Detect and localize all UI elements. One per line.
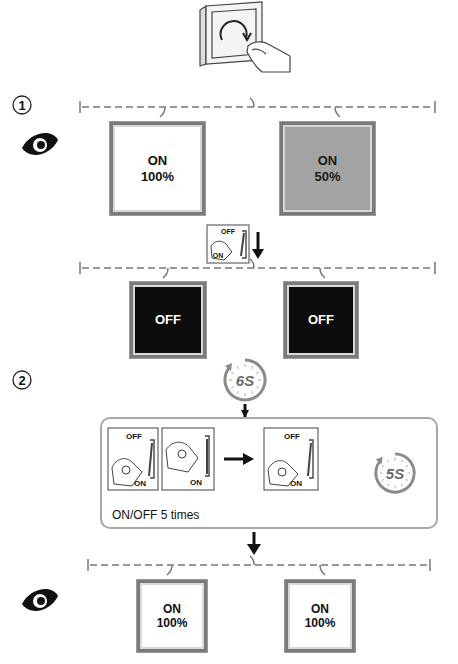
switch-icon	[207, 225, 249, 263]
status-box: OFF	[284, 282, 358, 358]
step-panel: ON/OFF 5 times 5S	[100, 417, 438, 529]
dimmer-illustration	[200, 2, 290, 72]
status-box: ON 100%	[137, 580, 207, 652]
status-text: ON 100%	[157, 602, 188, 631]
flow-arrow	[244, 404, 247, 417]
status-text: ON 100%	[141, 153, 174, 184]
step-number: 1	[18, 98, 25, 113]
step-circle	[13, 96, 31, 114]
switch-label: ON	[134, 479, 146, 488]
status-box: ON 100%	[110, 122, 205, 215]
status-text: ON 100%	[305, 602, 336, 631]
status-text: ON 50%	[314, 153, 340, 184]
switch-label: OFF	[126, 432, 142, 441]
right-arrow	[224, 453, 254, 465]
timer-circle: 6S	[221, 356, 269, 404]
switch-icon	[108, 428, 158, 490]
switch-label: OFF	[221, 228, 235, 235]
status-box: ON 100%	[285, 580, 355, 652]
timer-text: 6S	[236, 372, 254, 389]
status-box: ON 50%	[280, 122, 375, 215]
timer-text: 5S	[386, 465, 404, 482]
status-text: OFF	[155, 312, 181, 328]
step-number: 2	[18, 373, 25, 388]
timer-circle: 5S	[372, 450, 418, 496]
switch-icon	[264, 428, 318, 490]
switch-label: ON	[190, 478, 202, 487]
panel-caption: ON/OFF 5 times	[112, 508, 199, 522]
status-box: OFF	[130, 282, 206, 358]
eye-icon	[22, 589, 58, 611]
switch-icon	[162, 428, 214, 490]
status-text: OFF	[308, 312, 334, 328]
switch-label: ON	[213, 252, 224, 259]
step-circle	[13, 371, 31, 389]
switch-label: ON	[290, 479, 302, 488]
switch-label: OFF	[284, 432, 300, 441]
group-bracket	[80, 98, 435, 575]
eye-icon	[22, 133, 58, 155]
